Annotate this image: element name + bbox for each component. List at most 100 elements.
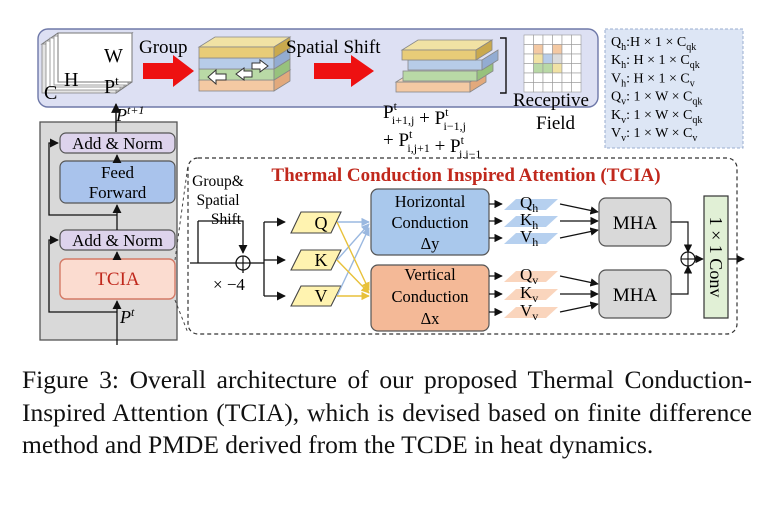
grid-cell	[552, 63, 563, 74]
horizontal-conduction-box	[370, 188, 490, 256]
grid-cell	[571, 44, 582, 55]
shift-arrow-icon	[251, 59, 269, 73]
grid-cell	[571, 63, 582, 74]
add-norm-bottom-label: Add & Norm	[72, 231, 163, 250]
grouped-feature-stack	[197, 36, 292, 92]
vertical-label-3: Δx	[421, 309, 441, 328]
legend-row: Qv: 1 × W × Cqk	[611, 90, 702, 108]
grid-cell	[561, 63, 572, 74]
horizontal-label-2: Conduction	[392, 213, 469, 232]
k-projection	[290, 249, 342, 271]
q-label: Q	[315, 213, 328, 233]
grid-cell	[533, 53, 544, 64]
k-label: K	[315, 250, 328, 270]
block-output-label: Pt+1	[115, 103, 144, 125]
input-feature-cube: W H C Pt	[40, 32, 134, 104]
spatial-shift-arrow	[314, 55, 374, 87]
cube-c-label: C	[44, 82, 57, 104]
v-label: V	[315, 286, 328, 306]
cube-feature-label: Pt	[104, 73, 119, 98]
grid-cell	[561, 34, 572, 45]
qkv-output-label: Vv	[520, 301, 538, 323]
horizontal-label-1: Horizontal	[395, 192, 466, 211]
grid-cell	[571, 34, 582, 45]
grid-cell	[552, 72, 563, 83]
grid-cell	[552, 34, 563, 45]
group-shift-label-3: Shift	[211, 211, 242, 228]
grid-cell	[561, 72, 572, 83]
shift-arrow-icon	[207, 68, 227, 86]
grid-cell	[523, 63, 534, 74]
qkv-output-label: Kv	[520, 283, 538, 305]
qkv-output-label: Qv	[520, 265, 538, 287]
legend-row: Kv: 1 × W × Cqk	[611, 108, 702, 126]
feed-forward-label-2: Forward	[89, 183, 147, 202]
vertical-qkv-tiles	[504, 271, 558, 318]
receptive-label: Receptive	[513, 90, 589, 111]
grid-cell	[533, 72, 544, 83]
horizontal-label-3: Δy	[421, 234, 441, 253]
tcia-panel: Thermal Conduction Inspired Attention (T…	[187, 157, 745, 335]
block-input-label: Pt	[119, 305, 135, 327]
grid-cell	[561, 53, 572, 64]
cube-w-label: W	[104, 45, 123, 67]
group-label: Group	[139, 37, 188, 58]
receptive-field-grid	[523, 34, 582, 93]
vertical-conduction-box	[370, 264, 490, 332]
stack-brace	[500, 37, 507, 94]
tcia-label: TCIA	[95, 269, 140, 290]
grid-cell	[571, 82, 582, 93]
grid-cell	[542, 72, 553, 83]
spatial-shift-label: Spatial Shift	[286, 37, 381, 58]
shifted-feature-stack	[394, 39, 499, 93]
grid-cell	[533, 63, 544, 74]
legend-row: Vh: H × 1 × Cv	[611, 71, 695, 89]
legend-row: Vv: 1 × W × Cv	[611, 126, 697, 144]
figure-caption: Figure 3: Overall architecture of our pr…	[22, 365, 752, 459]
grid-cell	[552, 53, 563, 64]
grid-cell	[533, 34, 544, 45]
group-shift-label-1: Group&	[192, 173, 244, 190]
feed-forward-label-1: Feed	[101, 163, 135, 182]
grid-cell	[552, 44, 563, 55]
grid-cell	[542, 63, 553, 74]
cube-h-label: H	[64, 69, 78, 91]
grid-cell	[523, 53, 534, 64]
vertical-label-1: Vertical	[404, 265, 456, 284]
group-shift-overview: W H C Pt Group Spatial Shift	[37, 28, 599, 134]
grid-cell	[571, 72, 582, 83]
grid-cell	[542, 53, 553, 64]
tcia-title: Thermal Conduction Inspired Attention (T…	[271, 165, 660, 186]
mha-vertical-label: MHA	[613, 285, 658, 306]
q-projection	[290, 211, 342, 234]
field-label: Field	[536, 113, 576, 134]
grid-cell	[561, 44, 572, 55]
grid-cell	[542, 34, 553, 45]
group-arrow	[143, 55, 194, 87]
vertical-label-2: Conduction	[392, 287, 469, 306]
qkv-output-label: Vh	[520, 227, 538, 249]
grid-cell	[542, 44, 553, 55]
legend-row: Kh: H × 1 × Cqk	[611, 53, 700, 71]
grid-cell	[571, 53, 582, 64]
add-norm-top-box	[59, 132, 176, 154]
conv-1x1-box	[703, 195, 729, 319]
horizontal-qkv-tiles	[504, 199, 558, 244]
add-norm-top-label: Add & Norm	[72, 134, 163, 153]
group-shift-label-2: Spatial	[196, 192, 239, 209]
grid-cell	[533, 44, 544, 55]
grid-cell	[523, 72, 534, 83]
grid-cell	[523, 44, 534, 55]
qkv-output-label: Qh	[520, 193, 538, 215]
shift-arrow-icon	[235, 67, 253, 81]
legend-row: Qh:H × 1 × Cqk	[611, 35, 696, 53]
conv-1x1-label: 1 × 1 Conv	[706, 217, 726, 298]
scale-label: × −4	[213, 275, 245, 294]
mha-horizontal-label: MHA	[613, 213, 658, 234]
transformer-block: Pt+1 Add & Norm Feed Forward Add & Norm …	[39, 103, 178, 345]
grid-cell	[523, 34, 534, 45]
